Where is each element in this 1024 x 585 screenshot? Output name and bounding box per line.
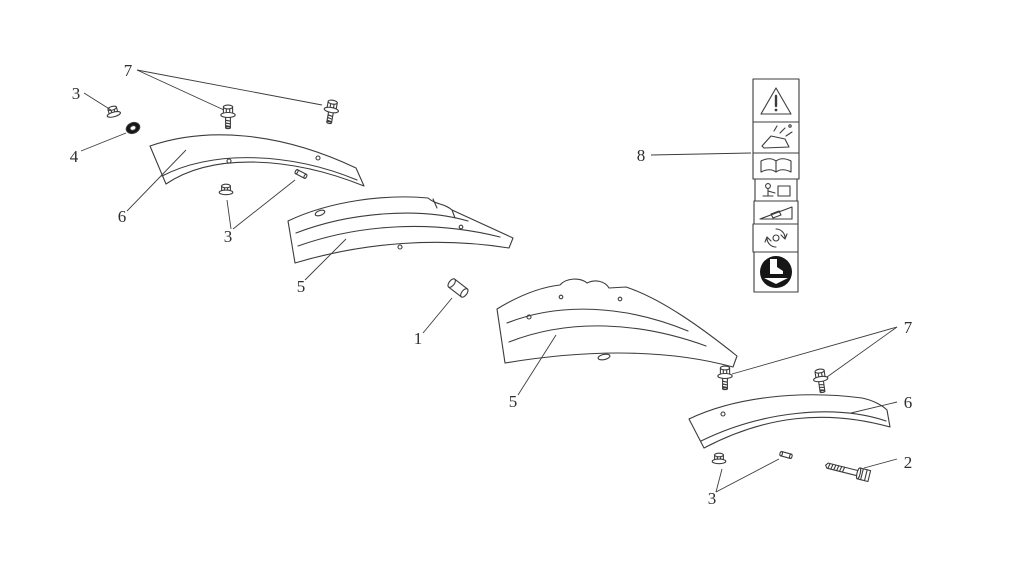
spacer-bushing-1 bbox=[447, 278, 469, 298]
callout-4: 4 bbox=[70, 147, 79, 166]
panel-crease bbox=[295, 212, 469, 234]
deflector-panel-5-lower bbox=[496, 278, 738, 368]
mounting-hole bbox=[720, 411, 726, 417]
decal-cell bbox=[752, 223, 799, 253]
bolt-threads bbox=[827, 463, 846, 473]
keep-feet-away-icon bbox=[760, 256, 792, 288]
leader-line bbox=[226, 199, 232, 230]
panel-crease bbox=[700, 411, 887, 442]
pin-top bbox=[293, 168, 309, 180]
callout-6-top: 6 bbox=[118, 207, 127, 226]
callout-3-top-left: 3 bbox=[72, 84, 81, 103]
leader-line bbox=[232, 179, 296, 230]
pin-bottom bbox=[778, 450, 794, 460]
leader-lines bbox=[80, 69, 898, 493]
callout-3-mid: 3 bbox=[224, 227, 233, 246]
hardware bbox=[104, 98, 872, 483]
panel-assembly bbox=[149, 134, 891, 449]
safety-decal-strip bbox=[752, 78, 800, 293]
leader-line bbox=[731, 326, 898, 375]
bolt-head-facets bbox=[860, 468, 868, 482]
mounting-hole bbox=[397, 244, 403, 250]
leader-line bbox=[850, 401, 898, 414]
operator-instruction-icon bbox=[762, 183, 791, 197]
flange-bolt-top-left bbox=[220, 104, 236, 130]
thrown-objects-icon bbox=[761, 124, 793, 149]
panel-tab-notch bbox=[432, 198, 456, 219]
flange-nut-top-left bbox=[104, 104, 122, 119]
panel-slot bbox=[314, 209, 326, 217]
warning-triangle-icon bbox=[760, 87, 792, 115]
mounting-hole bbox=[558, 294, 564, 300]
leader-line bbox=[517, 334, 557, 396]
leader-line bbox=[650, 152, 752, 156]
read-manual-icon bbox=[760, 158, 792, 173]
callout-5-upper: 5 bbox=[297, 277, 306, 296]
callout-2: 2 bbox=[904, 453, 913, 472]
mounting-hole bbox=[526, 314, 532, 320]
panel-crease bbox=[508, 325, 707, 347]
decal-cell bbox=[754, 178, 798, 202]
deflector-panel-6-bottom bbox=[688, 394, 891, 449]
callout-5-lower: 5 bbox=[509, 392, 518, 411]
flange-bolt-bottom-left bbox=[717, 365, 733, 391]
callout-6-bottom: 6 bbox=[904, 393, 913, 412]
leader-line bbox=[715, 458, 780, 493]
bolt-washer-face bbox=[855, 467, 862, 480]
callout-1: 1 bbox=[414, 329, 423, 348]
washer-grommet-4 bbox=[125, 121, 141, 135]
leader-line bbox=[136, 69, 323, 106]
mounting-hole bbox=[315, 155, 321, 161]
leader-line bbox=[304, 238, 347, 281]
callout-8: 8 bbox=[637, 146, 646, 165]
callout-3-bottom: 3 bbox=[708, 489, 717, 508]
leader-line bbox=[126, 149, 187, 212]
leader-line bbox=[715, 468, 723, 493]
rotating-blade-icon bbox=[764, 228, 788, 248]
leader-line bbox=[863, 458, 898, 469]
mounting-hole bbox=[617, 296, 623, 302]
leader-line bbox=[422, 297, 453, 334]
flange-bolt-top-right bbox=[321, 98, 341, 126]
hex-bolt-2 bbox=[825, 462, 872, 483]
panel-crease bbox=[161, 157, 358, 181]
mounting-hole bbox=[458, 224, 464, 230]
panel-crease bbox=[297, 225, 501, 247]
flange-bolt-bottom-right bbox=[811, 367, 831, 395]
mounting-hole bbox=[226, 158, 232, 164]
panel-slot bbox=[597, 353, 611, 361]
callouts: 7 3 4 6 3 5 1 5 8 7 6 3 2 bbox=[70, 61, 913, 508]
slope-hazard-icon bbox=[759, 206, 793, 220]
flange-nut-mid bbox=[218, 183, 234, 196]
leader-line bbox=[80, 132, 127, 152]
leader-line bbox=[136, 69, 225, 111]
leader-line bbox=[826, 326, 898, 378]
leader-line bbox=[83, 92, 112, 111]
flange-nut-bottom bbox=[711, 452, 727, 465]
callout-7-top: 7 bbox=[124, 61, 133, 80]
deflector-panel-5-upper bbox=[287, 196, 514, 264]
panel-crease bbox=[506, 308, 689, 332]
callout-7-bottom: 7 bbox=[904, 318, 913, 337]
deflector-panel-6-top bbox=[149, 134, 365, 187]
